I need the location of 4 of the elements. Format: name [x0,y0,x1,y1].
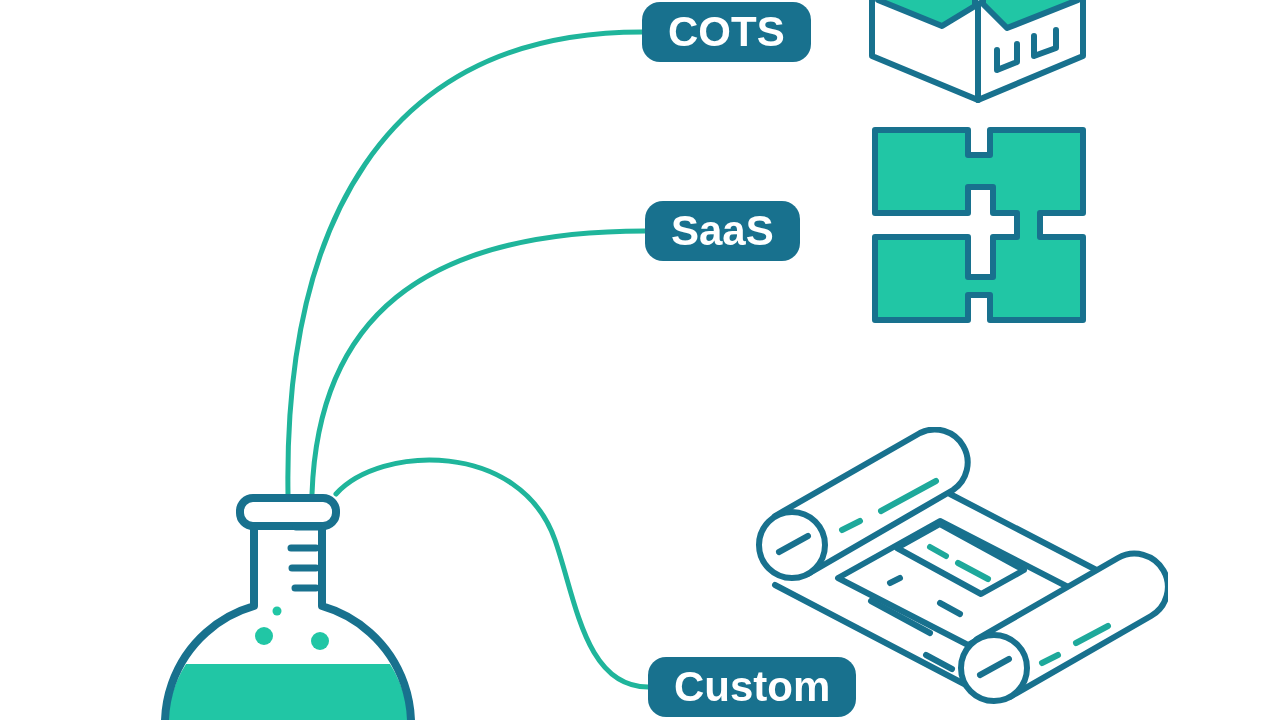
flask-icon [160,494,416,720]
category-label: COTS [642,2,811,62]
category-label: SaaS [645,201,800,261]
category-label: Custom [648,657,857,717]
